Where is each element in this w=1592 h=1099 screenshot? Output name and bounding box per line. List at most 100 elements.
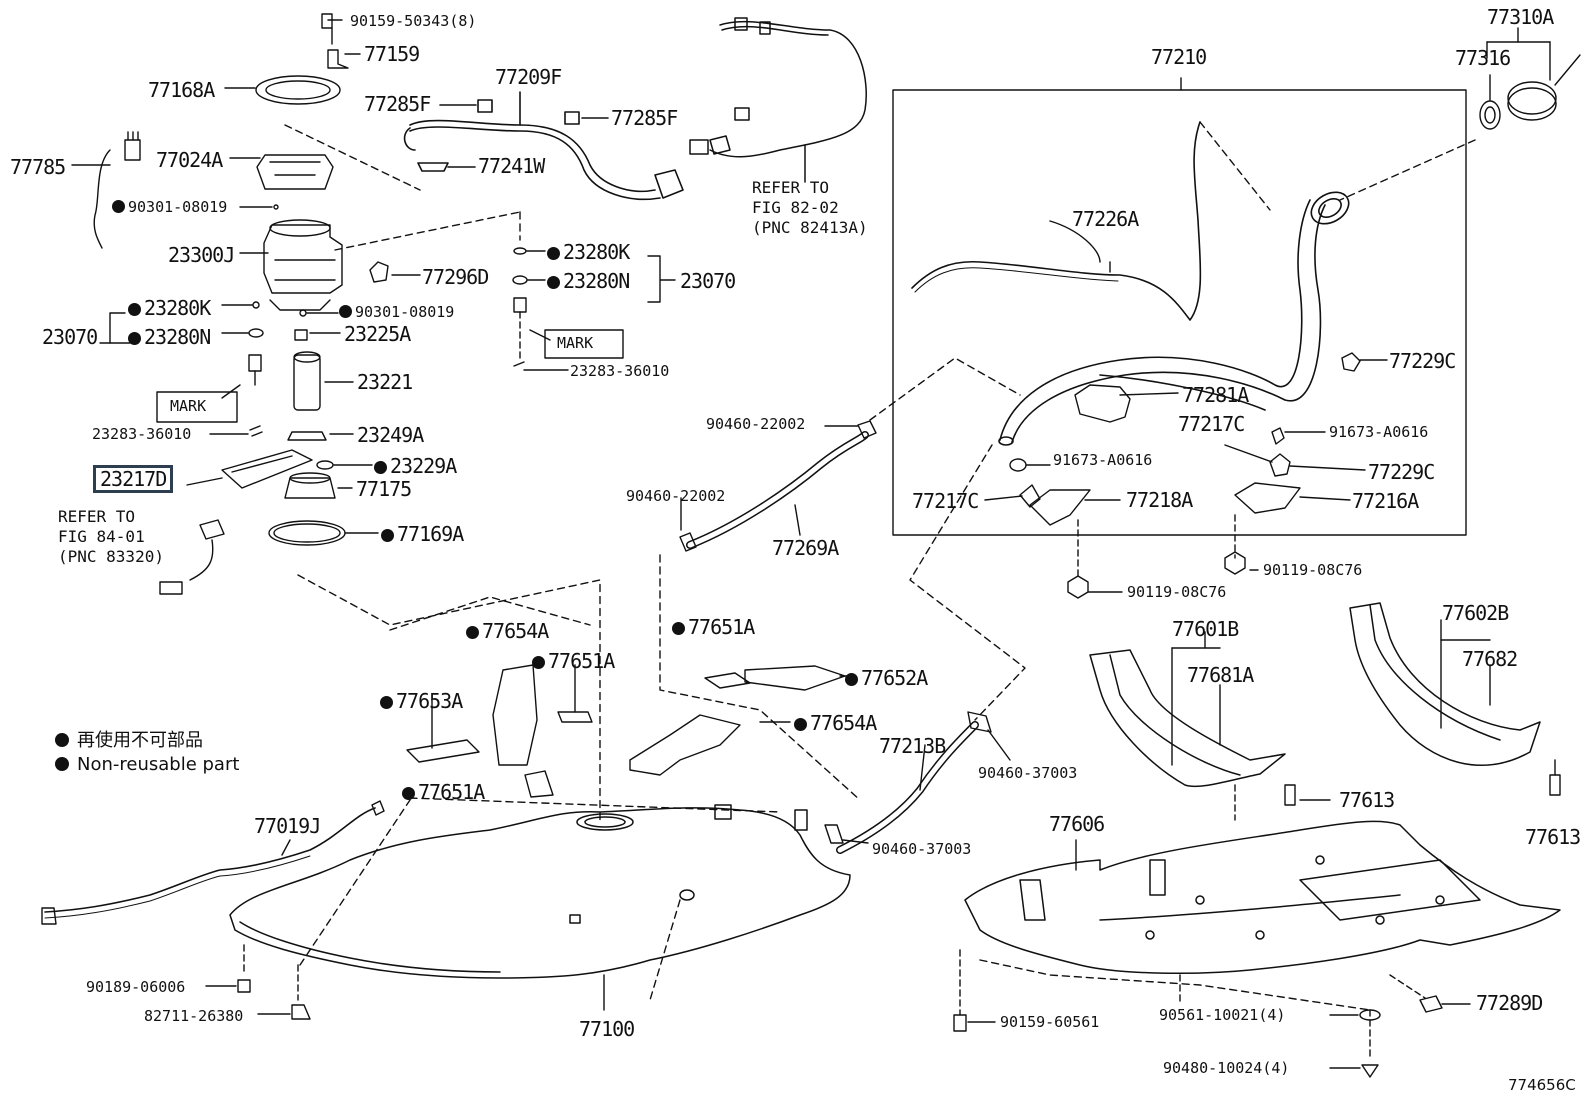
nonreusable-dot xyxy=(374,461,387,474)
label-77175: 77175 xyxy=(356,477,412,501)
nonreusable-dot xyxy=(794,718,807,731)
label-77217c-b: 77217C xyxy=(912,489,979,513)
label-90301-08019-a: 90301-08019 xyxy=(112,199,227,216)
label-90480-10024: 90480-10024(4) xyxy=(1163,1059,1290,1077)
nonreusable-dot xyxy=(128,303,141,316)
label-90159-50343: 90159-50343(8) xyxy=(350,12,477,30)
cap-gasket xyxy=(1479,100,1501,130)
label-23280n-right: 23280N xyxy=(547,270,630,292)
label-77285f-b: 77285F xyxy=(611,106,678,130)
harness-77209f xyxy=(403,91,684,201)
fuel-cap xyxy=(1507,81,1557,115)
label-23217d-highlighted[interactable]: 23217D xyxy=(93,465,174,493)
label-90119-08c76-b: 90119-08C76 xyxy=(1127,583,1227,601)
label-77654a-b: 77654A xyxy=(794,712,877,734)
pump-motor-23221 xyxy=(293,354,321,411)
label-77159: 77159 xyxy=(364,42,420,66)
sensor-23070-right xyxy=(513,297,527,313)
nonreusable-dot xyxy=(672,622,685,635)
pump-top-77024a xyxy=(256,154,334,190)
label-90460-37003-b: 90460-37003 xyxy=(872,840,972,858)
label-77296d: 77296D xyxy=(422,265,489,289)
label-90460-22002-a: 90460-22002 xyxy=(706,415,806,433)
label-77653a: 77653A xyxy=(380,690,463,712)
nonreusable-dot xyxy=(402,787,415,800)
label-23225a: 23225A xyxy=(344,322,411,346)
label-91673-a0616-a: 91673-A0616 xyxy=(1329,423,1429,441)
label-77316: 77316 xyxy=(1455,46,1511,70)
fuel-tank-77100 xyxy=(229,804,851,979)
clip-77296d xyxy=(369,261,389,283)
label-23300j: 23300J xyxy=(168,243,235,267)
label-23283-36010-b: 23283-36010 xyxy=(570,362,670,380)
label-77229c-a: 77229C xyxy=(1389,349,1456,373)
label-77289d: 77289D xyxy=(1476,991,1543,1015)
label-77310a: 77310A xyxy=(1487,5,1554,29)
mark-label-right: MARK xyxy=(557,334,594,352)
label-77613-b: 77613 xyxy=(1525,825,1581,849)
label-77652a: 77652A xyxy=(845,667,928,689)
filler-pipe xyxy=(998,191,1350,446)
label-23280k-left: 23280K xyxy=(128,297,211,319)
mark-box-right xyxy=(544,329,624,359)
bracket-77175 xyxy=(284,477,336,499)
nonreusable-dot xyxy=(532,656,545,669)
label-77601b: 77601B xyxy=(1172,617,1239,641)
label-90561-10021: 90561-10021(4) xyxy=(1159,1006,1286,1024)
pump-body-23300j xyxy=(263,224,343,294)
legend-jp: 再使用不可部品 xyxy=(55,731,203,751)
label-91673-a0616-b: 91673-A0616 xyxy=(1053,451,1153,469)
nonreusable-dot xyxy=(112,200,125,213)
label-77602b: 77602B xyxy=(1442,601,1509,625)
label-77613-a: 77613 xyxy=(1339,788,1395,812)
under-cover-77606 xyxy=(964,820,1561,975)
mark-label-left: MARK xyxy=(170,397,207,415)
label-90460-22002-b: 90460-22002 xyxy=(626,487,726,505)
label-77269a: 77269A xyxy=(772,536,839,560)
label-77654a-a: 77654A xyxy=(466,620,549,642)
label-77241w: 77241W xyxy=(478,154,545,178)
label-90119-08c76-a: 90119-08C76 xyxy=(1263,561,1363,579)
refer-note-fig84[interactable]: REFER TO FIG 84-01 (PNC 83320) xyxy=(58,507,164,566)
label-23229a: 23229A xyxy=(374,455,457,477)
label-77281a: 77281A xyxy=(1182,383,1249,407)
label-77168a: 77168A xyxy=(148,78,215,102)
label-77019j: 77019J xyxy=(254,814,321,838)
harness-fig82 xyxy=(689,17,867,183)
label-23249a: 23249A xyxy=(357,423,424,447)
label-77785: 77785 xyxy=(10,155,66,179)
label-23070-right: 23070 xyxy=(680,269,736,293)
nonreusable-dot xyxy=(55,733,69,747)
nonreusable-dot xyxy=(128,332,141,345)
pad-77652a xyxy=(744,665,846,691)
nonreusable-dot xyxy=(381,529,394,542)
pad-77654a-top xyxy=(492,664,538,766)
pad-77651a xyxy=(704,672,751,689)
label-77213b: 77213B xyxy=(879,734,946,758)
label-77169a: 77169A xyxy=(381,523,464,545)
nonreusable-dot xyxy=(380,696,393,709)
vent-tube-77019j xyxy=(44,807,376,913)
label-77226a: 77226A xyxy=(1072,207,1139,231)
filter-23217d xyxy=(221,449,313,489)
nonreusable-dot xyxy=(339,305,352,318)
label-77651a-a: 77651A xyxy=(672,616,755,638)
label-77651a-b: 77651A xyxy=(532,650,615,672)
label-77209f: 77209F xyxy=(495,65,562,89)
bracket-77218a xyxy=(1029,489,1091,526)
label-77606: 77606 xyxy=(1049,812,1105,836)
figure-id: 774656C xyxy=(1508,1076,1576,1094)
pad-77654a-side xyxy=(629,714,741,776)
tank-band-77601b xyxy=(1089,649,1286,788)
label-77285f-a: 77285F xyxy=(364,92,431,116)
sensor-23070-left xyxy=(248,354,262,372)
label-77024a: 77024A xyxy=(156,148,223,172)
refer-note-fig82[interactable]: REFER TO FIG 82-02 (PNC 82413A) xyxy=(752,178,868,237)
bracket-77216a xyxy=(1234,482,1301,514)
label-77216a: 77216A xyxy=(1352,489,1419,513)
label-77651a-c: 77651A xyxy=(402,781,485,803)
tank-band-77602b xyxy=(1349,602,1541,766)
nonreusable-dot xyxy=(547,247,560,260)
